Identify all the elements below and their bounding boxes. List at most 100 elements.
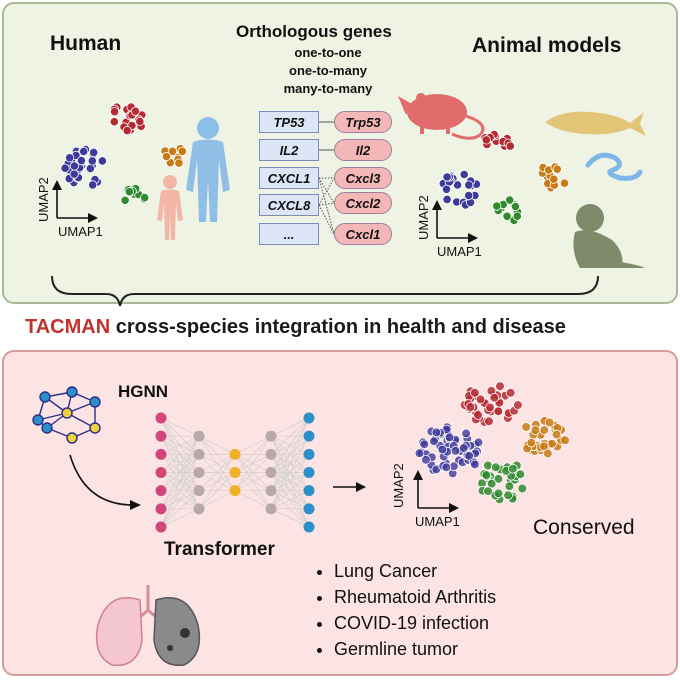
cell-dot xyxy=(76,156,87,166)
nn-edge xyxy=(198,454,236,473)
cell-dot xyxy=(483,486,493,497)
cell-dot xyxy=(517,483,528,494)
cell-dot xyxy=(65,153,75,163)
nn-node xyxy=(155,503,167,515)
nn-edge xyxy=(160,435,200,491)
nn-edge xyxy=(270,508,310,528)
nn-node xyxy=(193,503,205,515)
cell-dot xyxy=(502,211,512,221)
disease-item: Rheumatoid Arthritis xyxy=(334,584,496,610)
cell-dot xyxy=(130,106,140,116)
conserved-label: Conserved xyxy=(533,516,635,539)
nn-node xyxy=(229,485,241,497)
cell-dot xyxy=(505,387,516,398)
nn-node xyxy=(193,467,205,478)
graph-network-icon xyxy=(32,386,101,444)
disease-item: Lung Cancer xyxy=(334,558,496,584)
animal-cluster-blue xyxy=(438,169,481,210)
animal-cluster-red xyxy=(480,129,515,151)
cell-dot xyxy=(505,141,515,151)
cell-dot xyxy=(85,163,96,173)
human-gene-il2: IL2 xyxy=(259,139,319,161)
nn-edge xyxy=(198,454,236,510)
cell-dot xyxy=(503,490,513,501)
cell-dot xyxy=(167,146,178,156)
nn-node xyxy=(303,485,315,497)
cell-dot xyxy=(512,211,522,221)
cell-dot xyxy=(88,180,98,190)
nn-edge xyxy=(270,472,310,510)
human-gene-tp53: TP53 xyxy=(259,111,319,133)
orthologous-genes-title: Orthologous genes xyxy=(236,22,392,41)
cell-dot xyxy=(547,438,557,449)
nn-node xyxy=(303,521,315,533)
human-cluster-blue xyxy=(60,144,108,190)
nn-edge xyxy=(160,435,200,455)
cell-dot xyxy=(442,172,452,182)
nn-to-umap-arrow xyxy=(333,482,366,492)
ortholog-type-one-to-one: one-to-one xyxy=(294,45,362,60)
animal-gene-trp53: Trp53 xyxy=(334,111,392,133)
integrated-cluster-green xyxy=(477,460,528,505)
cell-dot xyxy=(490,462,501,473)
cell-dot xyxy=(109,117,119,127)
nn-node xyxy=(303,503,315,515)
cell-dot xyxy=(481,470,492,480)
transformer-label: Transformer xyxy=(164,539,275,560)
nn-node xyxy=(265,485,277,497)
cell-dot xyxy=(470,387,480,398)
lungs-icon xyxy=(95,585,201,667)
cell-dot xyxy=(549,174,559,184)
nn-node xyxy=(193,485,205,497)
monkey-icon xyxy=(573,204,645,268)
nn-node xyxy=(265,467,277,478)
human-umap2-label: UMAP2 xyxy=(36,177,51,222)
cell-dot xyxy=(110,107,120,117)
integrated-umap2-label: UMAP2 xyxy=(391,463,406,508)
hgnn-label: HGNN xyxy=(118,382,169,401)
cell-dot xyxy=(542,448,553,459)
animal-gene-cxcl1: Cxcl1 xyxy=(334,223,392,245)
ortholog-type-many-to-many: many-to-many xyxy=(283,81,373,96)
cell-dot xyxy=(87,156,97,166)
nn-edge xyxy=(198,435,236,455)
integration-brace xyxy=(51,275,599,307)
cell-dot xyxy=(161,151,172,162)
human-umap1-label: UMAP1 xyxy=(58,224,103,239)
cell-dot xyxy=(515,469,526,480)
human-gene-cxcl8: CXCL8 xyxy=(259,194,319,216)
cell-dot xyxy=(484,416,494,427)
fish-icon xyxy=(545,111,646,136)
nn-edge xyxy=(270,417,310,437)
cell-dot xyxy=(485,402,495,413)
cell-dot xyxy=(431,427,442,438)
cell-dot xyxy=(174,158,184,168)
cell-dot xyxy=(493,488,504,499)
cell-dot xyxy=(79,146,89,156)
headline-brand: TACMAN xyxy=(25,316,111,338)
animal-umap1-label: UMAP1 xyxy=(437,244,482,259)
cell-dot xyxy=(421,454,431,465)
cell-dot xyxy=(464,451,475,461)
headline-text: cross-species integration in health and … xyxy=(110,316,566,338)
cell-dot xyxy=(450,446,461,456)
cell-dot xyxy=(135,116,145,127)
cell-dot xyxy=(122,126,132,136)
cell-dot xyxy=(470,459,480,470)
rat-icon xyxy=(398,93,485,140)
cell-dot xyxy=(441,184,452,194)
nn-edge xyxy=(160,435,200,473)
nn-edge xyxy=(160,454,200,528)
nn-edge xyxy=(270,417,310,491)
nn-node xyxy=(303,467,315,478)
animal-gene-cxcl3: Cxcl3 xyxy=(334,167,392,189)
nn-edge xyxy=(234,490,272,510)
human-cluster-red xyxy=(109,102,147,136)
nn-node xyxy=(303,448,315,460)
cell-dot xyxy=(483,460,493,471)
nn-node xyxy=(155,521,167,533)
cell-dot xyxy=(552,164,562,174)
ortholog-type-one-to-many: one-to-many xyxy=(289,63,367,78)
integrated-cluster-red xyxy=(459,381,523,427)
cell-dot xyxy=(458,443,469,453)
